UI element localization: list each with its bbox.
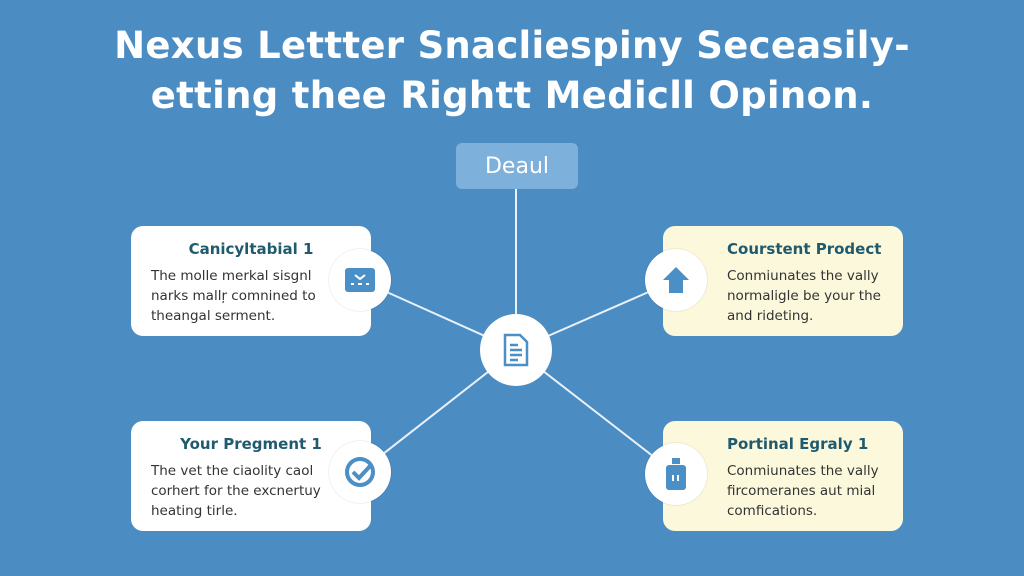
card-text: comfications. — [727, 503, 818, 519]
card-text: Conmiunates the vally — [727, 463, 879, 479]
card-text: theangal serment. — [151, 308, 276, 324]
card-text: The molle merkal sisgnl — [151, 268, 312, 284]
card-text: normaligle be your the — [727, 288, 881, 304]
title-line-1: Nexus Lettter Snacliespiny Seceasily- — [114, 24, 910, 67]
top-node: Deaul — [456, 143, 578, 189]
card-text: Conmiunates the vally — [727, 268, 879, 284]
card-text: The vet the ciaolity caol — [151, 463, 314, 479]
icon-circle — [645, 443, 707, 505]
card-bottom-left: Your Pregment 1 The vet the ciaolity cao… — [131, 421, 371, 531]
card-title: Your Pregment 1 — [180, 435, 322, 453]
card-title: Canicyltabial 1 — [188, 240, 314, 258]
home-icon — [663, 267, 689, 293]
icon-circle — [645, 249, 707, 311]
card-title: Portinal Egraly 1 — [727, 435, 869, 453]
card-text: narks mallŗ comnined to — [151, 288, 316, 304]
card-text: heating tirle. — [151, 503, 238, 519]
medicine-bottle-icon — [666, 458, 686, 490]
icon-circle — [329, 441, 391, 503]
icon-circle — [329, 249, 391, 311]
check-badge-icon — [345, 457, 375, 487]
card-text: corhert for the excnertuy — [151, 483, 321, 499]
document-icon — [503, 333, 529, 367]
card-title: Courstent Prodect — [727, 240, 882, 258]
card-text: fircomeranes aut mial — [727, 483, 876, 499]
inbox-icon — [345, 268, 375, 292]
title-line-2: etting thee Rightt Medicll Opinon. — [150, 74, 874, 117]
card-text: and rideting. — [727, 308, 814, 324]
center-node — [480, 314, 552, 386]
